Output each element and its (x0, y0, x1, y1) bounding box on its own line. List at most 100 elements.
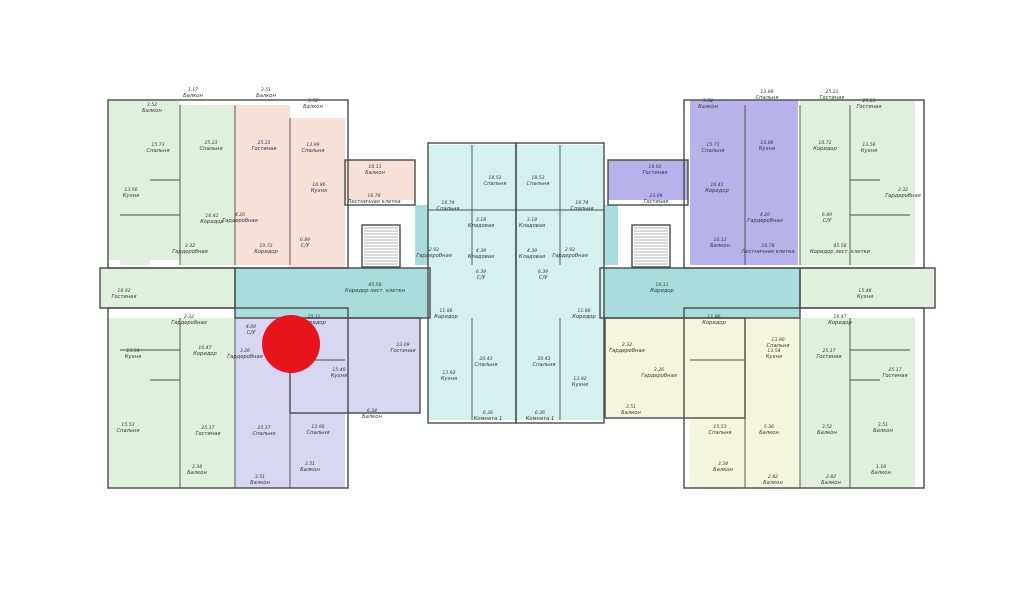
wall-outline-15 (631, 224, 671, 268)
room-name: Гардеробная (609, 348, 645, 354)
room-name: Балкон (763, 480, 783, 486)
wall-outline-13 (607, 159, 689, 206)
room-area: 3.51 (626, 404, 636, 410)
room-name: Коридор (813, 146, 837, 152)
room-name: С/У (823, 218, 832, 224)
wall-outline-12 (344, 159, 416, 206)
room-area: 45.58 (833, 243, 846, 249)
room-area: 13.56 (124, 187, 137, 193)
room-name: Гардеробная (416, 253, 452, 259)
room-name: Балкон (365, 170, 385, 176)
room-area: 10.72 (818, 140, 831, 146)
room-name: Балкон (713, 467, 733, 473)
room-area: 16.41 (710, 182, 723, 188)
room-area: 16.78 (367, 193, 380, 199)
room-name: Коридор (650, 288, 674, 294)
room-area: 25.23 (204, 140, 217, 146)
red-dot-marker[interactable] (262, 315, 320, 373)
room-name: Спальня (116, 428, 139, 434)
room-area: 1.18 (876, 464, 886, 470)
room-name: Кухня (331, 373, 347, 379)
wall-outline-14 (361, 224, 401, 268)
room-area: 3.18 (527, 217, 537, 223)
room-name: Гардеробная (171, 320, 207, 326)
room-area: 2.82 (826, 474, 836, 480)
room-name: Гардеробная (641, 373, 677, 379)
room-area: 3.51 (255, 474, 265, 480)
room-fill-22 (800, 318, 915, 488)
room-area: 16.47 (833, 314, 846, 320)
room-name: Лестничная клетка (346, 199, 400, 205)
room-area: 11.86 (707, 314, 720, 320)
room-fill-17 (608, 160, 688, 200)
room-area: 3.52 (308, 98, 318, 104)
room-area: 25.23 (825, 89, 838, 95)
room-area: 6.89 (300, 237, 310, 243)
room-fill-15 (108, 318, 235, 488)
room-name: Гостиная (390, 348, 415, 354)
room-fill-7 (235, 268, 430, 318)
room-area: 15.48 (332, 367, 345, 373)
room-name: Кухня (759, 146, 775, 152)
room-area: 1.17 (188, 87, 198, 93)
wall-outline-6 (515, 142, 605, 424)
room-area: 11.86 (577, 308, 590, 314)
wall-outline-2 (107, 307, 349, 489)
room-area: 18.92 (648, 164, 661, 170)
room-area: 3.26 (654, 367, 664, 373)
room-name: Балкон (303, 104, 323, 110)
room-name: Гардеробная (747, 218, 783, 224)
room-name: Коридор лест. клетки (810, 249, 871, 255)
room-area: 11.86 (439, 308, 452, 314)
room-area: 25.17 (822, 348, 835, 354)
room-name: Коридор (200, 219, 224, 225)
room-name: Балкон (698, 104, 718, 110)
room-area: 13.54 (126, 348, 139, 354)
room-area: 13.99 (306, 142, 319, 148)
room-area: 3.52 (703, 98, 713, 104)
room-name: Балкон (871, 470, 891, 476)
room-name: С/У (539, 275, 548, 281)
room-fill-19 (800, 268, 935, 308)
room-area: 16.74 (575, 200, 588, 206)
room-labels: 3.52Балкон1.17Балкон3.51Балкон3.52Балкон… (111, 87, 920, 486)
room-name: Балкон (710, 243, 730, 249)
room-name: Кухня (441, 376, 457, 382)
room-area: 4.39 (527, 248, 537, 254)
room-name: Балкон (183, 93, 203, 99)
room-area: 15.53 (713, 424, 726, 430)
room-area: 15.48 (858, 288, 871, 294)
room-area: 23.09 (649, 193, 662, 199)
room-area: 13.92 (442, 370, 455, 376)
room-name: Кухня (766, 354, 782, 360)
room-area: 6.36 (535, 410, 545, 416)
room-name: Коридор (302, 320, 326, 326)
room-name: Гостиная (111, 294, 136, 300)
room-name: С/У (477, 275, 486, 281)
room-fill-18 (800, 100, 915, 265)
room-name: Спальня (532, 362, 555, 368)
room-area: 10.11 (713, 237, 726, 243)
room-name: Кухня (861, 148, 877, 154)
room-name: Балкон (621, 410, 641, 416)
room-fill-6 (100, 268, 235, 308)
room-area: 25.17 (257, 425, 270, 431)
room-name: Гардеробная (227, 354, 263, 360)
room-area: 2.92 (429, 247, 439, 253)
room-area: 16.41 (205, 213, 218, 219)
room-name: Спальня (301, 148, 324, 154)
room-area: 10.11 (655, 282, 668, 288)
room-name: Коридор (705, 188, 729, 194)
room-fill-2 (120, 260, 150, 265)
room-name: Кухня (857, 294, 873, 300)
room-area: 2.32 (184, 314, 194, 320)
room-name: Спальня (306, 430, 329, 436)
room-area: 25.17 (201, 425, 214, 431)
room-name: Кладовая (519, 254, 545, 260)
room-name: Балкон (142, 108, 162, 114)
room-name: Спальня (199, 146, 222, 152)
room-fill-4 (290, 118, 345, 268)
room-name: Балкон (300, 467, 320, 473)
room-name: Спальня (436, 206, 459, 212)
room-name: Спальня (701, 148, 724, 154)
